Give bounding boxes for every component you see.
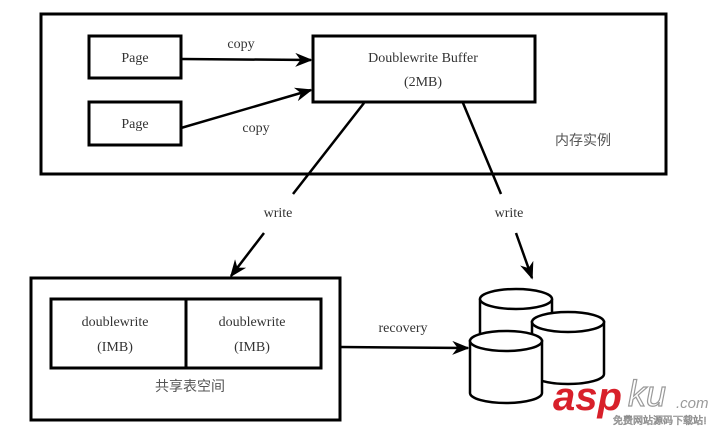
doublewrite-buffer-size: (2MB) xyxy=(404,75,442,90)
write-label-right: write xyxy=(495,206,524,221)
write-arrow-right xyxy=(514,232,534,280)
copy-label-top: copy xyxy=(227,37,254,52)
shared-tablespace-label: 共享表空间 xyxy=(155,378,225,395)
doublewrite-buffer-title: Doublewrite Buffer xyxy=(368,51,478,66)
aspku-watermark: asp ku .com 免费网站源码下载站! xyxy=(553,372,709,427)
segment-2-size: (IMB) xyxy=(234,340,270,355)
copy-label-bottom: copy xyxy=(242,121,269,136)
watermark-brand-grey: ku xyxy=(628,373,666,414)
page-box-1: Page xyxy=(87,34,183,80)
recovery-arrow xyxy=(339,340,470,355)
segment-1-title: doublewrite xyxy=(82,315,149,330)
recovery-label: recovery xyxy=(379,321,428,336)
write-label-left: write xyxy=(264,206,293,221)
memory-instance-frame: 内存实例 xyxy=(39,12,668,176)
doublewrite-segment-2 xyxy=(184,297,323,370)
page-label: Page xyxy=(121,51,148,66)
copy-arrow-bottom xyxy=(180,87,313,130)
page-box-2: Page xyxy=(87,100,183,147)
page-label: Page xyxy=(121,117,148,132)
segment-2-title: doublewrite xyxy=(219,315,286,330)
memory-instance-label: 内存实例 xyxy=(555,133,611,149)
doublewrite-segment-1 xyxy=(49,297,188,370)
watermark-domain: .com xyxy=(676,395,709,412)
cylinder-right xyxy=(530,310,606,386)
database-cylinders-icon xyxy=(468,287,606,405)
write-arrow-left xyxy=(229,232,265,278)
shared-tablespace-frame: doublewrite (IMB) doublewrite (IMB) 共享表空… xyxy=(29,276,342,422)
watermark-brand-red: asp xyxy=(553,375,622,419)
segment-1-size: (IMB) xyxy=(97,340,133,355)
watermark-tagline: 免费网站源码下载站! xyxy=(613,414,707,427)
cylinder-front xyxy=(468,329,544,405)
write-line-right xyxy=(461,102,503,195)
write-line-left xyxy=(292,102,365,195)
copy-arrow-top xyxy=(180,52,313,67)
doublewrite-buffer-box: Doublewrite Buffer (2MB) xyxy=(311,34,537,104)
